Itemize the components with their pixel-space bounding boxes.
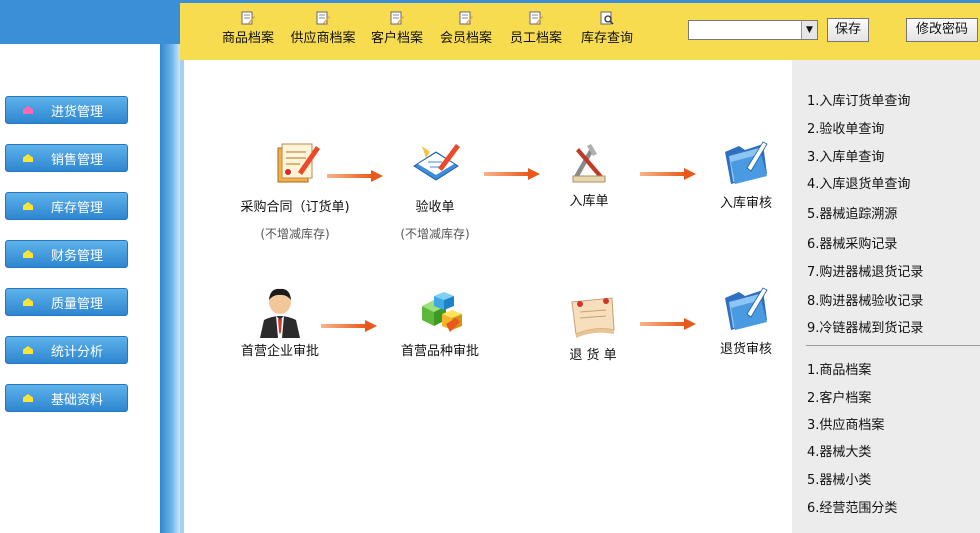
link-inbound-return-query[interactable]: 4.入库退货单查询 <box>807 177 911 192</box>
link-device-subcategory[interactable]: 5.器械小类 <box>807 473 872 488</box>
nav-item-quality-management[interactable]: 质量管理 <box>5 288 128 316</box>
nav-item-label: 统计分析 <box>51 344 104 360</box>
document-edit-icon <box>459 11 473 25</box>
document-search-icon <box>600 11 614 25</box>
nav-item-label: 财务管理 <box>51 248 104 264</box>
flow-node-label: 退 货 单 <box>569 348 617 363</box>
home-icon <box>23 106 33 114</box>
link-inbound-order-query[interactable]: 1.入库订货单查询 <box>807 94 911 109</box>
flow-node-note: (不增减库存) <box>400 227 470 241</box>
arrow-right-icon <box>484 168 540 180</box>
toolbar-item-label: 员工档案 <box>509 31 562 46</box>
nav-item-base-data[interactable]: 基础资料 <box>5 384 128 412</box>
link-device-acceptance-record[interactable]: 8.购进器械验收记录 <box>807 294 924 309</box>
link-product-archive[interactable]: 1.商品档案 <box>807 363 872 378</box>
flow-node-label: 入库审核 <box>719 196 772 211</box>
link-device-tracing[interactable]: 5.器械追踪溯源 <box>807 207 898 222</box>
nav-item-label: 进货管理 <box>51 104 104 120</box>
person-icon <box>260 288 300 338</box>
chevron-down-icon[interactable]: ▼ <box>801 21 817 39</box>
link-cold-chain-arrival-record[interactable]: 9.冷链器械到货记录 <box>807 321 924 336</box>
toolbar-supplier-archive[interactable]: 供应商档案 <box>290 11 356 55</box>
nav-item-purchase-management[interactable]: 进货管理 <box>5 96 128 124</box>
workflow-area: 采购合同（订货单) (不增减库存) 验收单 (不增减库存) 入库单 <box>180 60 792 533</box>
document-edit-icon <box>390 11 404 25</box>
toolbar-inventory-query[interactable]: 库存查询 <box>578 11 636 55</box>
link-acceptance-query[interactable]: 2.验收单查询 <box>807 122 885 137</box>
toolbar-item-label: 客户档案 <box>370 31 423 46</box>
cubes-icon <box>422 292 462 332</box>
home-icon <box>23 346 33 354</box>
toolbar-member-archive[interactable]: 会员档案 <box>438 11 494 55</box>
toolbar-item-label: 库存查询 <box>580 31 633 46</box>
nav-item-label: 库存管理 <box>51 200 104 216</box>
top-toolbar: 商品档案 供应商档案 客户档案 会员档案 员工档案 库存查询 ▼ 保存 修改密码 <box>180 0 980 60</box>
home-icon <box>23 394 33 402</box>
link-device-purchase-record[interactable]: 6.器械采购记录 <box>807 237 898 252</box>
document-edit-icon <box>241 11 255 25</box>
divider <box>806 345 980 346</box>
toolbar-item-label: 会员档案 <box>439 31 492 46</box>
document-edit-icon <box>316 11 330 25</box>
flow-node-label: 验收单 <box>415 200 455 215</box>
change-password-button[interactable]: 修改密码 <box>906 18 978 42</box>
toolbar-employee-archive[interactable]: 员工档案 <box>508 11 564 55</box>
flow-node-label: 采购合同（订货单) <box>240 200 350 215</box>
left-header-bar <box>0 0 180 44</box>
tools-icon <box>572 144 606 183</box>
nav-item-label: 质量管理 <box>51 296 104 312</box>
note-icon <box>571 297 615 338</box>
link-customer-archive[interactable]: 2.客户档案 <box>807 391 872 406</box>
flow-node-label: 退货审核 <box>719 342 772 357</box>
flow-node-entry-review[interactable]: 入库审核 <box>706 138 786 211</box>
flow-node-return-review[interactable]: 退货审核 <box>706 284 786 357</box>
flow-node-label: 入库单 <box>569 194 609 209</box>
left-header <box>0 0 180 46</box>
checklist-icon <box>413 144 460 181</box>
flow-node-note: (不增减库存) <box>260 227 330 241</box>
flow-node-label: 首营品种审批 <box>400 344 479 359</box>
toolbar-item-label: 商品档案 <box>221 31 274 46</box>
toolbar-product-archive[interactable]: 商品档案 <box>220 11 276 55</box>
nav-item-sales-management[interactable]: 销售管理 <box>5 144 128 172</box>
nav-item-label: 基础资料 <box>51 392 104 408</box>
left-panel-edge <box>160 44 180 533</box>
link-warehouse-entry-query[interactable]: 3.入库单查询 <box>807 150 885 165</box>
home-icon <box>23 202 33 210</box>
home-icon <box>23 298 33 306</box>
link-business-scope[interactable]: 6.经营范围分类 <box>807 501 898 516</box>
arrow-right-icon <box>327 170 383 182</box>
flow-node-purchase-contract[interactable]: 采购合同（订货单) (不增减库存) <box>230 138 360 242</box>
nav-item-finance-management[interactable]: 财务管理 <box>5 240 128 268</box>
flow-node-label: 首营企业审批 <box>240 344 319 359</box>
save-button[interactable]: 保存 <box>827 18 869 42</box>
flow-node-warehouse-entry[interactable]: 入库单 <box>554 140 624 209</box>
folder-icon <box>725 287 768 330</box>
nav-item-statistics[interactable]: 统计分析 <box>5 336 128 364</box>
arrow-right-icon <box>321 320 377 332</box>
left-nav-panel: 进货管理 销售管理 库存管理 财务管理 质量管理 统计分析 基础资料 <box>0 44 160 533</box>
arrow-right-icon <box>640 318 696 330</box>
link-supplier-archive[interactable]: 3.供应商档案 <box>807 418 885 433</box>
toolbar-item-label: 供应商档案 <box>290 31 356 46</box>
nav-item-inventory-management[interactable]: 库存管理 <box>5 192 128 220</box>
nav-item-label: 销售管理 <box>51 152 104 168</box>
link-device-return-record[interactable]: 7.购进器械退货记录 <box>807 265 924 280</box>
flow-node-acceptance[interactable]: 验收单 (不增减库存) <box>380 138 490 242</box>
folder-icon <box>725 141 768 184</box>
flow-node-return-order[interactable]: 退 货 单 <box>558 294 628 363</box>
document-edit-icon <box>529 11 543 25</box>
home-icon <box>23 154 33 162</box>
flow-node-first-variety-approval[interactable]: 首营品种审批 <box>390 288 490 359</box>
home-icon <box>23 250 33 258</box>
toolbar-customer-archive[interactable]: 客户档案 <box>369 11 425 55</box>
right-quick-links: 1.入库订货单查询 2.验收单查询 3.入库单查询 4.入库退货单查询 5.器械… <box>792 60 980 533</box>
contract-icon <box>277 143 320 183</box>
arrow-right-icon <box>640 168 696 180</box>
flow-node-first-enterprise-approval[interactable]: 首营企业审批 <box>230 286 330 359</box>
link-device-category[interactable]: 4.器械大类 <box>807 445 872 460</box>
archive-select[interactable]: ▼ <box>688 20 818 40</box>
